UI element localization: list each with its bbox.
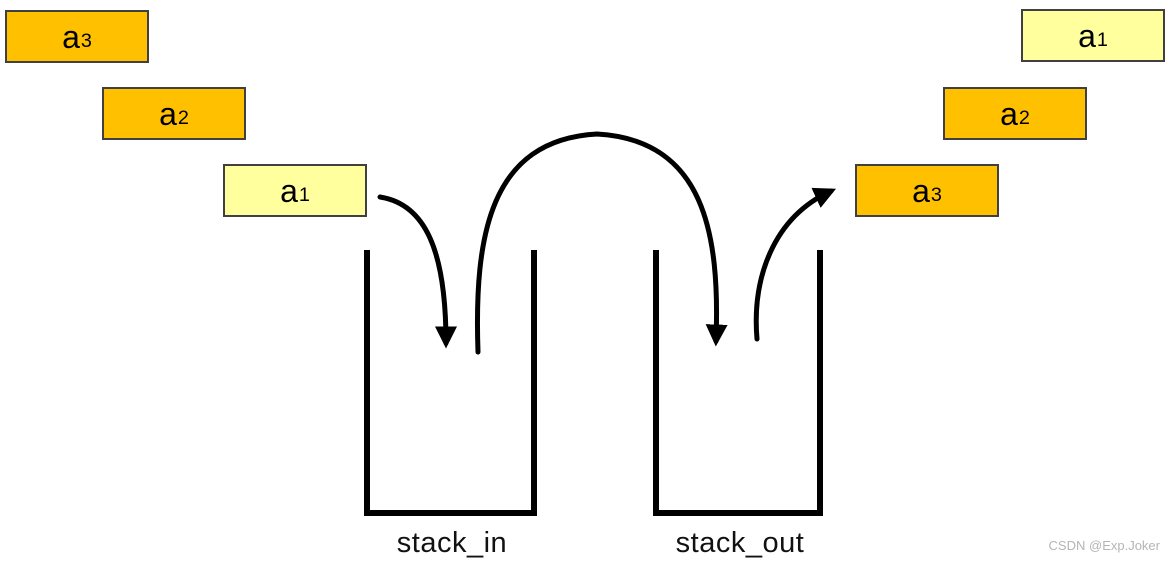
watermark: CSDN @Exp.Joker [1048,538,1160,553]
item-label: a [62,18,80,55]
pop-arrow-icon [753,187,836,342]
stack-in-container-shape [364,250,537,516]
item-subscript: 3 [80,30,92,53]
stack-in-label: stack_in [396,527,508,559]
item-subscript: 1 [298,184,310,207]
item-subscript: 2 [1018,107,1030,130]
item-label: a [280,172,298,209]
item-label: a [159,95,177,132]
push-arrow-icon [377,194,457,349]
item-subscript: 1 [1096,29,1108,52]
item-subscript: 2 [177,107,189,130]
item-label: a [912,172,930,209]
transfer-arrow-icon [475,131,728,355]
item-label: a [1000,95,1018,132]
item-label: a [1078,17,1096,54]
stack-out-container-shape [653,250,823,516]
item-subscript: 3 [930,184,942,207]
stack-out-label: stack_out [675,527,805,559]
